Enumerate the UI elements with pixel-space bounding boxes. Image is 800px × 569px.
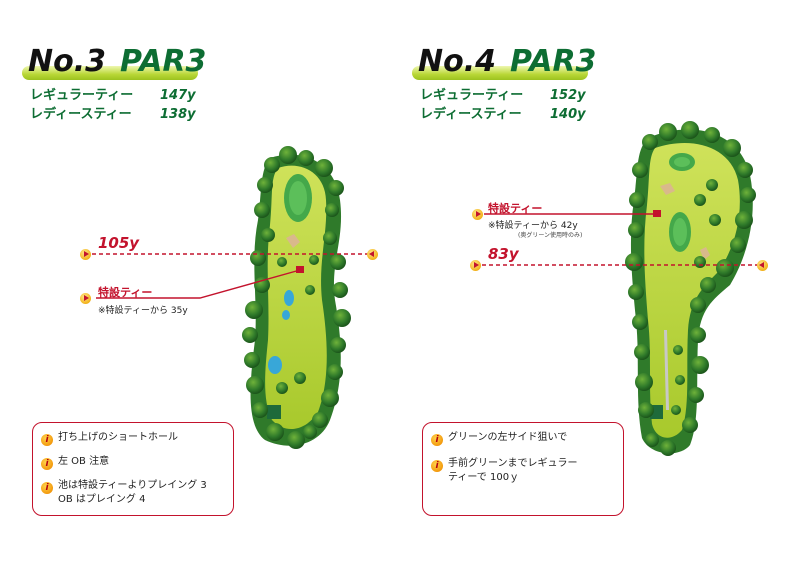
special-tee-marker — [296, 266, 304, 273]
hole-par: PAR3 — [120, 44, 207, 79]
cart-path — [664, 330, 669, 410]
hole4-map — [625, 121, 756, 456]
hole4-regular-tee: レギュラーティー 152y — [420, 86, 586, 105]
pond — [282, 310, 290, 320]
hole4-special-tee-subnote: (奥グリーン使用時のみ) — [518, 232, 583, 239]
pond — [268, 356, 282, 374]
tee-value: 147y — [160, 88, 196, 103]
tee-label: レギュラーティー — [30, 88, 134, 103]
hole-number: No.4 — [418, 44, 496, 79]
tee-box — [267, 405, 281, 419]
title-bar — [412, 66, 588, 80]
hole3-title: No.3 PAR3 — [22, 44, 206, 84]
hole3-regular-tee: レギュラーティー 147y — [30, 86, 196, 105]
tee-label: レディースティー — [420, 107, 522, 122]
info-icon: i — [41, 482, 53, 494]
hole3-ladies-tee: レディースティー 138y — [30, 105, 196, 124]
hole3-special-tee-label: 特設ティー — [98, 286, 153, 299]
title-bar — [22, 66, 198, 80]
hole-number: No.3 — [28, 44, 106, 79]
info-icon: i — [41, 458, 53, 470]
hole3-map — [242, 146, 351, 449]
arrow-marker-icon — [80, 293, 91, 304]
hole3-callout-line — [96, 269, 301, 299]
tee-value: 140y — [550, 107, 586, 122]
info-icon: i — [431, 460, 443, 472]
info-icon: i — [431, 434, 443, 446]
info-item-continued: OB はプレイング 4 — [58, 494, 146, 505]
arrow-marker-icon — [80, 249, 91, 260]
info-icon: i — [41, 434, 53, 446]
arrow-marker-icon — [470, 260, 481, 271]
hole-par: PAR3 — [510, 44, 597, 79]
arrow-marker-icon — [367, 249, 378, 260]
hole4-ladies-tee: レディースティー 140y — [420, 105, 586, 124]
info-item-continued: ティーで 100ｙ — [448, 472, 520, 483]
tee-label: レディースティー — [30, 107, 132, 122]
tee-value: 138y — [160, 107, 196, 122]
hole3-special-tee-note: ※特設ティーから 35y — [98, 306, 188, 316]
bunker — [700, 247, 710, 260]
arrow-marker-icon — [757, 260, 768, 271]
bunker — [286, 234, 300, 248]
hole3-distance: 105y — [98, 234, 140, 252]
tee-label: レギュラーティー — [420, 88, 524, 103]
hole4-title: No.4 PAR3 — [412, 44, 596, 84]
hole4-special-tee-label: 特設ティー — [488, 202, 543, 215]
hole4-distance: 83y — [488, 245, 519, 263]
hole4-special-tee-note: ※特設ティーから 42y — [488, 221, 578, 231]
bunker — [660, 183, 675, 195]
arrow-marker-icon — [472, 209, 483, 220]
tee-value: 152y — [550, 88, 586, 103]
pond — [284, 290, 294, 306]
